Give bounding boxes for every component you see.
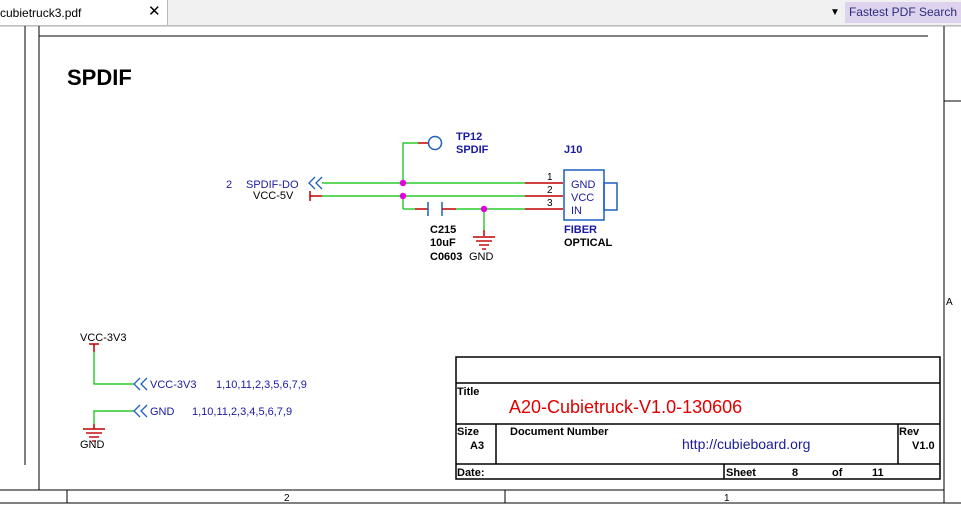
j10-pin-label: GND xyxy=(571,179,596,191)
vcc3v3-port-name: VCC-3V3 xyxy=(150,379,196,391)
sheet-total: 11 xyxy=(872,467,884,479)
close-icon[interactable]: ✕ xyxy=(148,3,161,20)
docnum-label: Document Number xyxy=(510,426,609,438)
gnd-port-name: GND xyxy=(150,406,175,418)
dropdown-arrow-icon[interactable]: ▼ xyxy=(830,7,840,18)
test-point-icon xyxy=(427,135,443,151)
tab-title[interactable]: cubietruck3.pdf xyxy=(0,6,82,20)
j10-ref: J10 xyxy=(564,144,582,156)
tp12-test-point: TP12 SPDIF xyxy=(402,131,489,183)
j10-pin-label: VCC xyxy=(571,192,594,204)
pin-number: 3 xyxy=(547,198,553,209)
size-value: A3 xyxy=(470,440,484,452)
zone-row-label: A xyxy=(946,297,953,308)
spdif-do-label: SPDIF-DO xyxy=(246,179,299,191)
date-label: Date: xyxy=(457,467,485,479)
document-title: A20-Cubietruck-V1.0-130606 xyxy=(509,397,742,417)
title-block: Title A20-Cubietruck-V1.0-130606 Size A3… xyxy=(455,356,941,480)
offpage-connector-icon xyxy=(133,404,148,418)
gnd-port-refs: 1,10,11,2,3,4,5,6,7,9 xyxy=(192,406,292,418)
document-url: http://cubieboard.org xyxy=(682,436,810,452)
j10-connector: J10 1 2 3 GND VCC IN FIBER OPTICAL xyxy=(547,144,618,249)
tp12-ref: TP12 xyxy=(456,131,482,143)
zone-col-label: 1 xyxy=(724,493,730,504)
sheet-label: Sheet xyxy=(726,467,756,479)
offpage-sheet-ref: 2 xyxy=(226,179,232,191)
spdif-do-net: 2 SPDIF-DO xyxy=(226,176,563,191)
vcc3v3-power-label: VCC-3V3 xyxy=(80,332,126,344)
vcc5v-label: VCC-5V xyxy=(253,190,294,202)
zone-col-label: 2 xyxy=(284,493,290,504)
junction-dot xyxy=(480,205,488,213)
ground-icon xyxy=(473,236,495,250)
sheet-heading: SPDIF xyxy=(67,65,132,90)
tp12-value: SPDIF xyxy=(456,144,489,156)
vcc3v3-port-refs: 1,10,11,2,3,5,6,7,9 xyxy=(216,379,307,391)
vcc5v-net: VCC-5V xyxy=(253,190,563,202)
pin-number: 2 xyxy=(547,185,553,196)
of-label: of xyxy=(832,467,843,479)
offpage-connector-icon xyxy=(308,176,323,190)
gnd-symbol: GND xyxy=(469,209,495,263)
sheet-number: 8 xyxy=(792,467,798,479)
gnd-label: GND xyxy=(469,251,494,263)
fastest-pdf-search-button[interactable]: Fastest PDF Search xyxy=(845,2,961,23)
j10-value2: OPTICAL xyxy=(564,237,613,249)
junction-dot xyxy=(399,192,407,200)
rev-label: Rev xyxy=(899,426,920,438)
c215-capacitor: C215 10uF C0603 xyxy=(402,196,563,263)
rev-value: V1.0 xyxy=(912,440,935,452)
c215-value: 10uF xyxy=(430,237,456,249)
title-label: Title xyxy=(457,386,479,398)
offpage-connector-icon xyxy=(133,377,148,391)
document-tab[interactable]: cubietruck3.pdf ✕ xyxy=(0,0,168,25)
c215-footprint: C0603 xyxy=(430,251,462,263)
j10-pin-label: IN xyxy=(571,205,582,217)
junction-dot xyxy=(399,179,407,187)
tab-bar: cubietruck3.pdf ✕ ▼ Fastest PDF Search xyxy=(0,0,961,26)
size-label: Size xyxy=(457,426,479,438)
gnd-bottom-label: GND xyxy=(80,439,105,451)
power-ports: VCC-3V3 VCC-3V3 1,10,11,2,3,5,6,7,9 GND … xyxy=(80,332,307,451)
pin-number: 1 xyxy=(547,172,553,183)
ground-icon xyxy=(83,428,105,442)
j10-value1: FIBER xyxy=(564,224,597,236)
pdf-search-extension: ▼ Fastest PDF Search xyxy=(827,2,961,23)
c215-ref: C215 xyxy=(430,224,456,236)
